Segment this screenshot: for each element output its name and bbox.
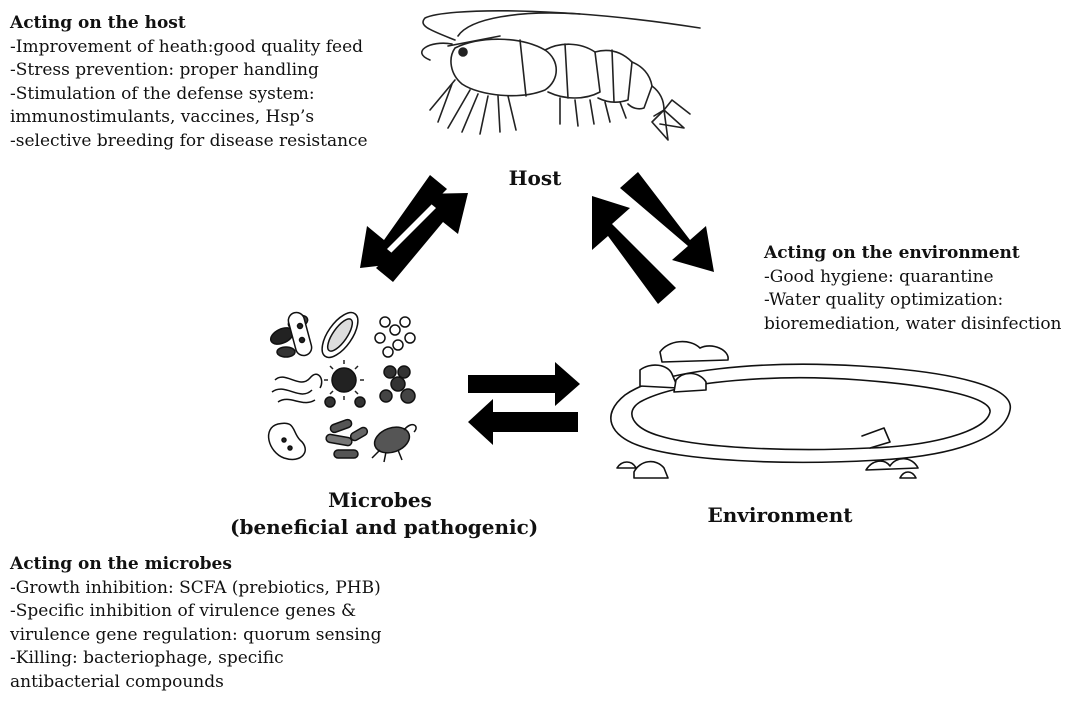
microbe-actions-heading: Acting on the microbes <box>10 553 381 577</box>
arrow-environment-to-microbes <box>468 399 578 445</box>
pond-icon <box>611 342 1010 478</box>
microbe-actions-line: -Killing: bacteriophage, specific <box>10 647 381 671</box>
environment-actions-line: -Water quality optimization: <box>764 289 1062 313</box>
host-actions-line: immunostimulants, vaccines, Hsp’s <box>10 106 368 130</box>
microbes-label: Microbes (beneficial and pathogenic) <box>230 487 530 541</box>
environment-actions-line: bioremediation, water disinfection <box>764 313 1062 337</box>
microbe-actions-line: -Specific inhibition of virulence genes … <box>10 600 381 624</box>
environment-actions-block: Acting on the environment -Good hygiene:… <box>764 242 1062 336</box>
microbe-actions-line: -Growth inhibition: SCFA (prebiotics, PH… <box>10 577 381 601</box>
host-environment-arrows <box>592 172 714 304</box>
host-label: Host <box>480 166 590 190</box>
shrimp-icon <box>422 11 700 140</box>
microbes-label-line2: (beneficial and pathogenic) <box>230 514 530 541</box>
host-actions-line: -selective breeding for disease resistan… <box>10 130 368 154</box>
host-actions-block: Acting on the host -Improvement of heath… <box>10 12 368 154</box>
microbes-label-line1: Microbes <box>230 487 530 514</box>
microbes-environment-arrows <box>468 362 580 445</box>
host-actions-line: -Stimulation of the defense system: <box>10 83 368 107</box>
host-actions-heading: Acting on the host <box>10 12 368 36</box>
environment-actions-heading: Acting on the environment <box>764 242 1062 266</box>
microbe-actions-line: virulence gene regulation: quorum sensin… <box>10 624 381 648</box>
host-actions-line: -Stress prevention: proper handling <box>10 59 368 83</box>
host-actions-line: -Improvement of heath:good quality feed <box>10 36 368 60</box>
microbe-actions-block: Acting on the microbes -Growth inhibitio… <box>10 553 381 695</box>
environment-actions-line: -Good hygiene: quarantine <box>764 266 1062 290</box>
environment-label: Environment <box>680 503 880 527</box>
host-microbes-arrows <box>360 175 468 282</box>
microbes-icon <box>268 307 416 462</box>
arrow-microbes-to-environment <box>468 362 580 406</box>
microbe-actions-line: antibacterial compounds <box>10 671 381 695</box>
